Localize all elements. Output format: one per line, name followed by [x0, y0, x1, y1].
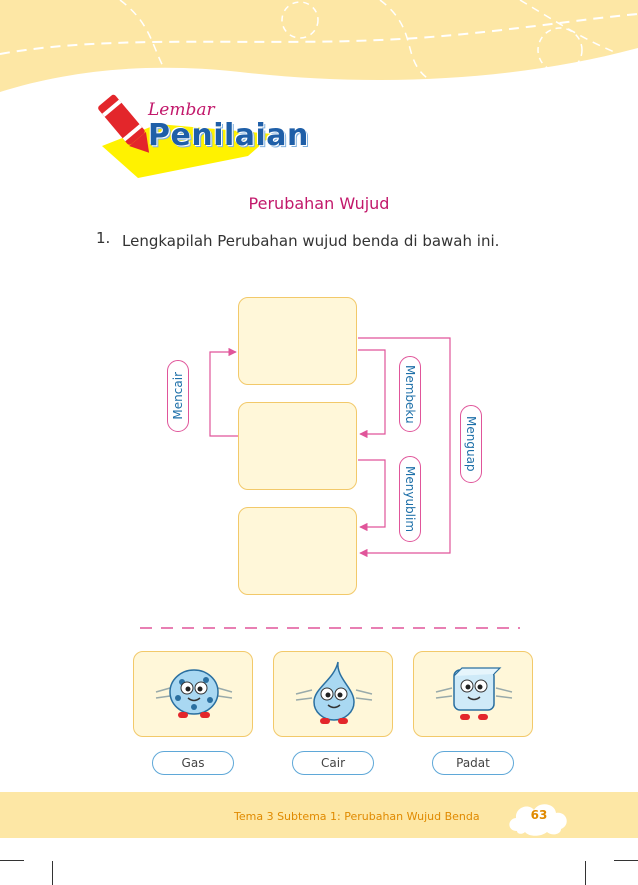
option-card-cair[interactable] — [273, 651, 393, 737]
page-number: 63 — [530, 808, 548, 822]
option-card-padat[interactable] — [413, 651, 533, 737]
footer-text: Tema 3 Subtema 1: Perubahan Wujud Benda — [234, 810, 480, 823]
header-band — [0, 0, 638, 92]
gas-character-icon — [155, 669, 233, 718]
option-label-gas[interactable]: Gas — [152, 751, 234, 775]
crop-mark — [614, 860, 638, 861]
question-text: Lengkapilah Perubahan wujud benda di baw… — [122, 232, 500, 250]
label-membeku: Membeku — [399, 356, 421, 432]
water-drop-character-icon — [295, 661, 373, 724]
page-title: Perubahan Wujud — [248, 194, 390, 213]
ice-cube-character-icon — [435, 667, 513, 720]
crop-mark — [585, 861, 586, 885]
question-number: 1. — [96, 229, 111, 247]
page-cloud-icon — [509, 804, 567, 836]
label-menguap: Menguap — [460, 405, 482, 483]
state-box-top[interactable] — [238, 297, 357, 385]
crop-mark — [52, 861, 53, 885]
logo-lembar: Lembar — [148, 100, 215, 120]
cut-line — [140, 627, 520, 629]
crop-mark — [0, 860, 24, 861]
label-mencair: Mencair — [167, 360, 189, 432]
option-card-gas[interactable] — [133, 651, 253, 737]
crayon-logo-icon — [98, 94, 273, 178]
state-box-bottom[interactable] — [238, 507, 357, 595]
logo-penilaian: Penilaian — [148, 118, 309, 153]
option-label-cair[interactable]: Cair — [292, 751, 374, 775]
label-menyublim: Menyublim — [399, 456, 421, 542]
option-label-padat[interactable]: Padat — [432, 751, 514, 775]
state-box-middle[interactable] — [238, 402, 357, 490]
